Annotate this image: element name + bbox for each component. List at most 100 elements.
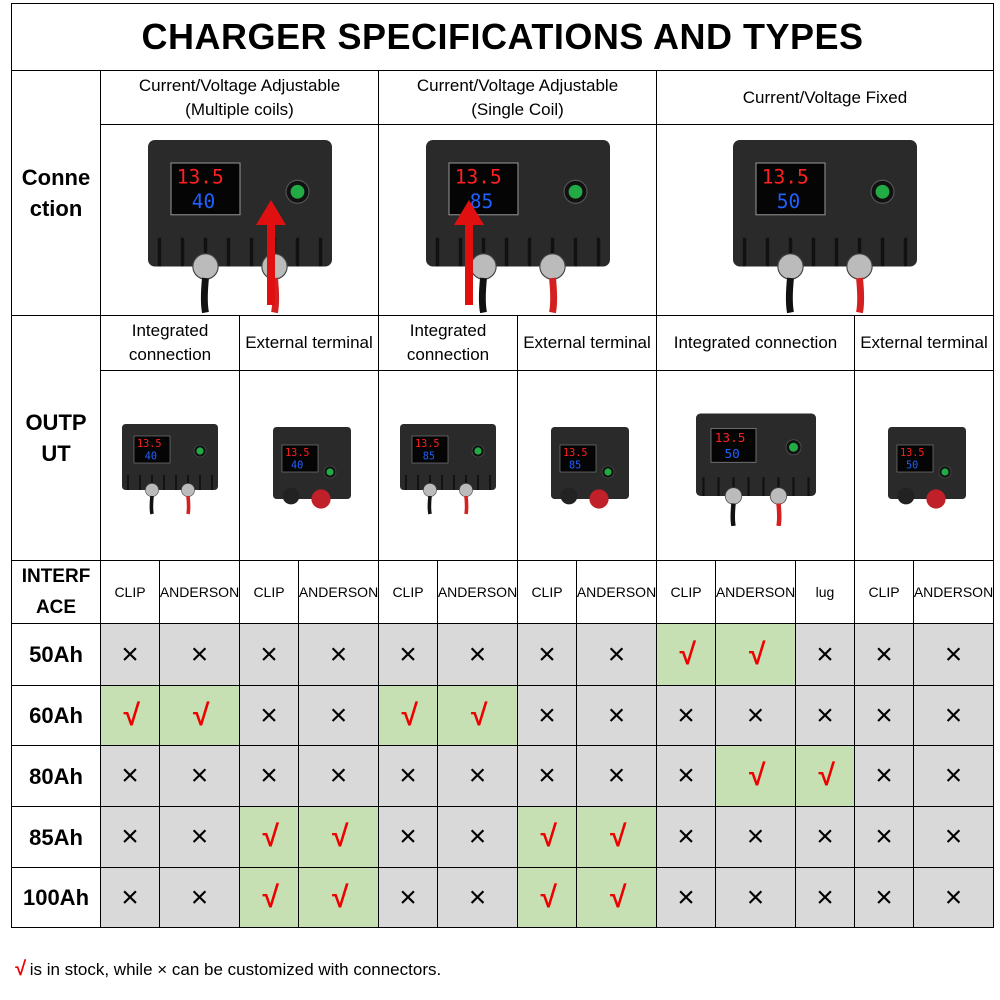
in-stock-cell: √ xyxy=(159,685,240,746)
page-title-text: CHARGER SPECIFICATIONS AND TYPES xyxy=(141,16,864,57)
in-stock-cell: √ xyxy=(517,867,577,928)
customizable-cell: × xyxy=(298,623,379,686)
interface-anderson: ANDERSON xyxy=(437,560,518,624)
check-icon: √ xyxy=(677,637,695,671)
interface-anderson: ANDERSON xyxy=(159,560,240,624)
interface-clip: CLIP xyxy=(378,560,438,624)
cross-icon: × xyxy=(944,820,963,853)
charger-photo: 13.5 85 xyxy=(425,139,610,313)
customizable-cell: × xyxy=(239,745,299,807)
customizable-cell: × xyxy=(576,623,657,686)
customizable-cell: × xyxy=(517,745,577,807)
cross-icon: × xyxy=(677,880,695,914)
in-stock-cell: √ xyxy=(239,806,299,868)
capacity-label: 100Ah xyxy=(11,867,101,928)
row-header-interface-text: INTERF ACE xyxy=(21,566,91,618)
red-arrow-icon xyxy=(256,200,286,305)
capacity-label-text: 85Ah xyxy=(29,824,83,850)
cross-icon: × xyxy=(944,880,963,914)
output-type-label: External terminal xyxy=(517,315,657,371)
footnote: √ is in stock, while × can be customized… xyxy=(14,958,441,981)
customizable-cell: × xyxy=(656,806,716,868)
customizable-cell: × xyxy=(100,867,160,928)
charger-photo: 13.5 40 xyxy=(273,426,351,509)
cross-icon: × xyxy=(607,759,626,792)
output-type-label: Integrated connection xyxy=(378,315,518,371)
cross-icon: × xyxy=(329,759,348,792)
connection-type-label: Current/Voltage Adjustable (Multiple coi… xyxy=(100,70,379,125)
cross-icon: × xyxy=(538,637,556,671)
cross-icon: × xyxy=(816,637,834,671)
in-stock-cell: √ xyxy=(239,867,299,928)
in-stock-cell: √ xyxy=(437,685,518,746)
output-type-label: External terminal xyxy=(854,315,994,371)
cross-icon: × xyxy=(607,698,626,732)
interface-clip: CLIP xyxy=(239,560,299,624)
cross-icon: × xyxy=(875,820,893,853)
customizable-cell: × xyxy=(239,685,299,746)
in-stock-cell: √ xyxy=(378,685,438,746)
interface-clip: CLIP xyxy=(517,560,577,624)
cross-icon: × xyxy=(329,637,348,671)
interface-clip: CLIP xyxy=(854,560,914,624)
interface-anderson-text: ANDERSON xyxy=(576,584,657,600)
interface-clip: CLIP xyxy=(100,560,160,624)
interface-anderson-text: ANDERSON xyxy=(159,584,240,600)
svg-text:13.5: 13.5 xyxy=(137,438,162,449)
svg-text:13.5: 13.5 xyxy=(714,431,745,446)
svg-text:40: 40 xyxy=(191,189,215,212)
cross-icon: × xyxy=(468,880,487,914)
output-photo: 13.5 85 xyxy=(378,370,518,561)
in-stock-cell: √ xyxy=(298,806,379,868)
customizable-cell: × xyxy=(100,623,160,686)
footnote-text: is in stock, while × can be customized w… xyxy=(24,960,442,979)
customizable-cell: × xyxy=(854,806,914,868)
cross-icon: × xyxy=(875,637,893,671)
cross-icon: × xyxy=(121,637,139,671)
interface-clip-text: CLIP xyxy=(868,584,900,600)
cross-icon: × xyxy=(944,637,963,671)
customizable-cell: × xyxy=(437,867,518,928)
in-stock-cell: √ xyxy=(576,867,657,928)
customizable-cell: × xyxy=(795,685,855,746)
customizable-cell: × xyxy=(576,745,657,807)
charger-photo: 13.5 50 xyxy=(695,413,816,526)
capacity-label-text: 60Ah xyxy=(29,703,83,728)
cross-icon: × xyxy=(538,759,556,792)
cross-icon: × xyxy=(190,637,209,671)
in-stock-cell: √ xyxy=(298,867,379,928)
interface-anderson-text: ANDERSON xyxy=(715,584,796,600)
cross-icon: × xyxy=(816,880,834,914)
customizable-cell: × xyxy=(437,806,518,868)
connection-photo: 13.5 50 xyxy=(656,124,994,316)
connection-type-label: Current/Voltage Fixed xyxy=(656,70,994,125)
customizable-cell: × xyxy=(795,623,855,686)
connection-photo: 13.5 85 xyxy=(378,124,657,316)
customizable-cell: × xyxy=(517,685,577,746)
interface-anderson-text: ANDERSON xyxy=(437,584,518,600)
red-arrow-icon xyxy=(454,200,484,305)
cross-icon: × xyxy=(121,820,139,853)
cross-icon: × xyxy=(944,759,963,792)
svg-text:50: 50 xyxy=(906,460,918,471)
customizable-cell: × xyxy=(517,623,577,686)
customizable-cell: × xyxy=(913,806,994,868)
cross-icon: × xyxy=(329,698,348,732)
check-icon: √ xyxy=(260,820,278,853)
svg-text:13.5: 13.5 xyxy=(563,447,588,458)
cross-icon: × xyxy=(468,637,487,671)
interface-anderson: ANDERSON xyxy=(298,560,379,624)
capacity-label: 50Ah xyxy=(11,623,101,686)
cross-icon: × xyxy=(607,637,626,671)
customizable-cell: × xyxy=(854,867,914,928)
customizable-cell: × xyxy=(159,867,240,928)
interface-clip-text: CLIP xyxy=(114,584,146,600)
cross-icon: × xyxy=(816,698,834,732)
customizable-cell: × xyxy=(239,623,299,686)
customizable-cell: × xyxy=(159,745,240,807)
check-icon: √ xyxy=(121,698,139,732)
cross-icon: × xyxy=(538,698,556,732)
capacity-label-text: 50Ah xyxy=(29,642,83,667)
interface-anderson: ANDERSON xyxy=(913,560,994,624)
customizable-cell: × xyxy=(795,806,855,868)
